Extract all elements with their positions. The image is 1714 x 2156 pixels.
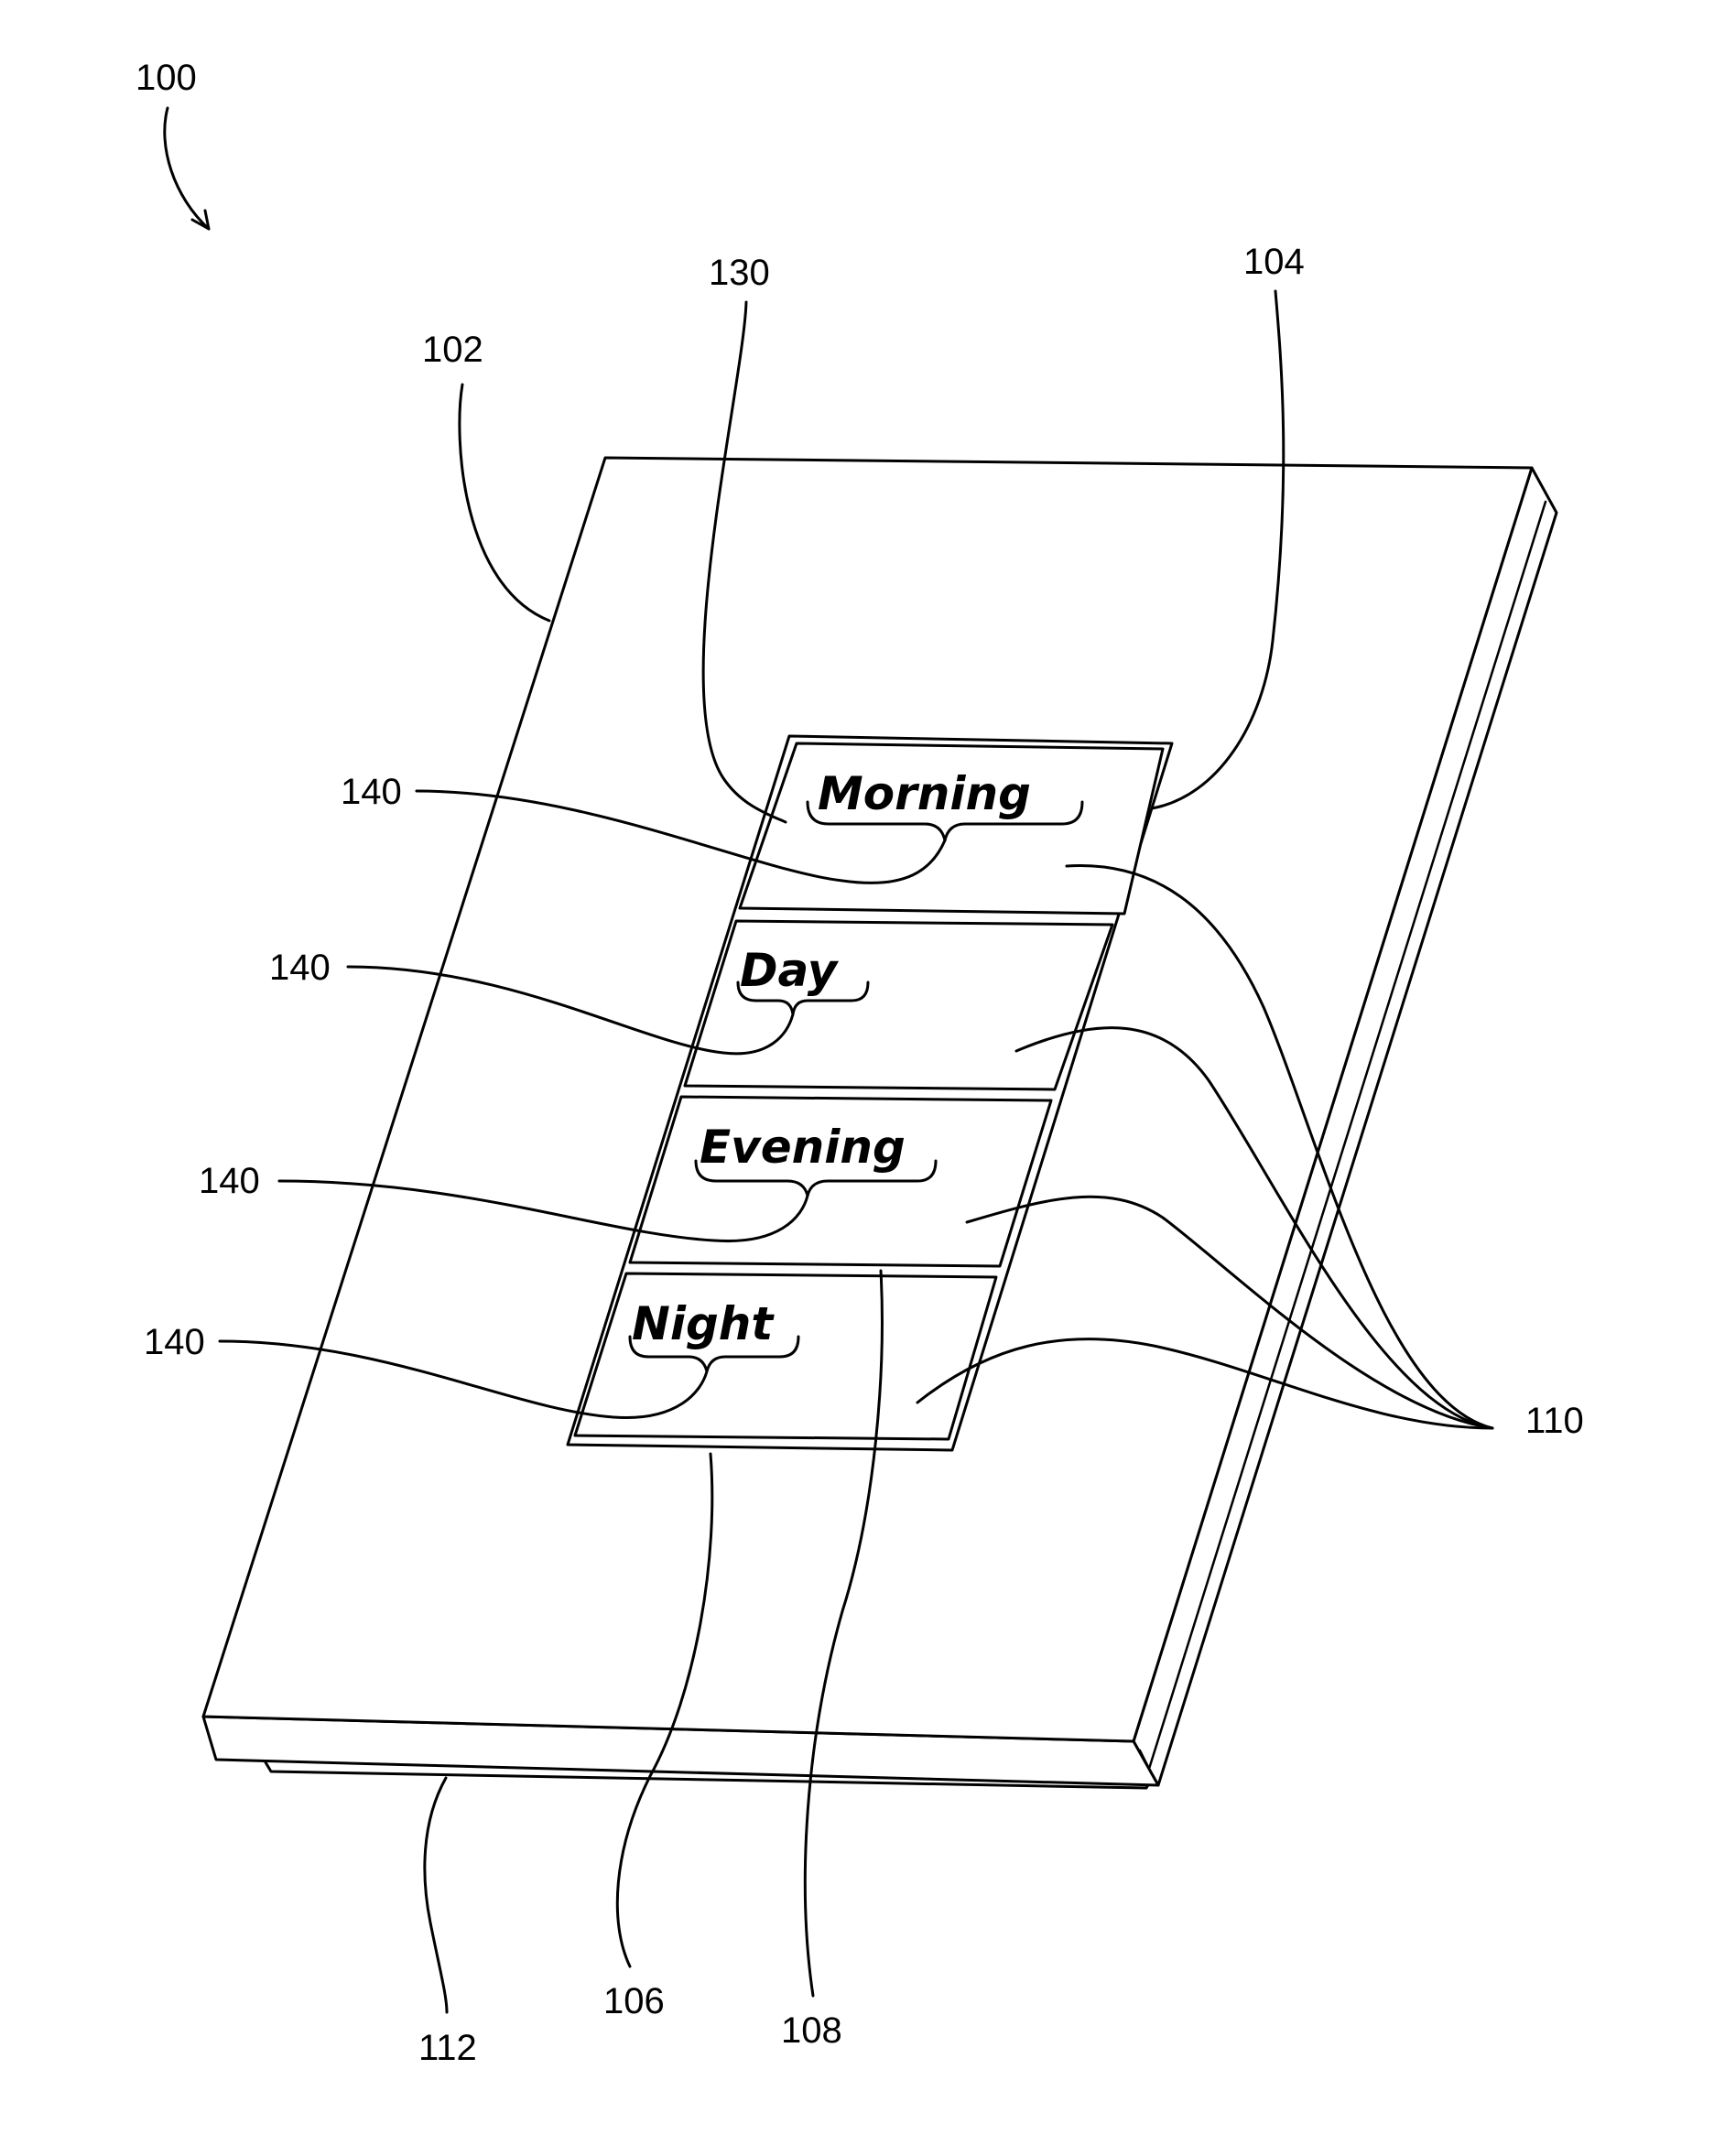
ref-108: 108 (781, 2010, 842, 2051)
ref-130: 130 (709, 253, 770, 293)
button-label-night: Night (632, 1297, 775, 1350)
ref-140-day: 140 (269, 948, 331, 988)
ref-140-evening: 140 (199, 1161, 260, 1201)
ref-100: 100 (136, 58, 197, 98)
ref-140-morning: 140 (341, 772, 402, 812)
ref-112: 112 (418, 2028, 477, 2068)
button-label-morning: Morning (818, 767, 1031, 820)
button-label-day: Day (740, 944, 840, 997)
ref-104: 104 (1243, 242, 1305, 282)
button-label-evening: Evening (700, 1121, 906, 1174)
leader-112 (425, 1778, 447, 2012)
ref-140-night: 140 (144, 1322, 205, 1362)
ref-102: 102 (422, 330, 483, 370)
ref-110: 110 (1525, 1401, 1584, 1441)
leader-102 (460, 385, 549, 621)
leader-100 (165, 108, 209, 229)
ref-106: 106 (603, 1981, 665, 2021)
